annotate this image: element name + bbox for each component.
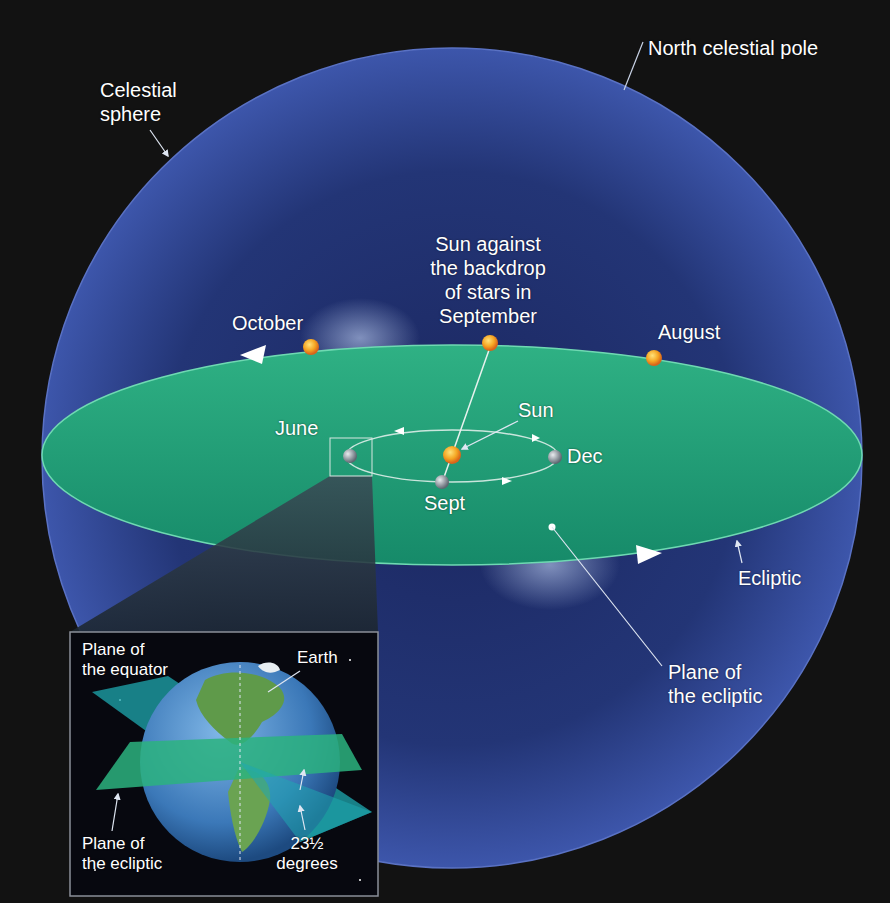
orbit-arrow [532,434,540,442]
ecliptic-arrow [636,545,662,564]
leader-line [624,42,643,90]
zoom-wedge [70,476,378,632]
ecliptic-plane-inset [96,734,362,790]
month-label: August [658,320,720,344]
equator-plane-front [240,762,372,842]
orbit-arrow [502,477,512,485]
ecliptic-plane [42,345,862,565]
inset-label: Earth [297,648,338,668]
celestial-sphere [42,48,862,868]
inset-panel [70,632,378,896]
sphere-label: Celestial sphere [100,78,192,126]
leader-line [112,794,118,831]
month-label: Dec [567,444,603,468]
ecliptic-arrow [240,345,266,364]
star [359,879,361,881]
angle-label: 23½ degrees [272,834,342,875]
sun-september [482,335,498,351]
star [349,659,351,661]
earth-december [548,450,562,464]
orbit-arrow [394,427,404,435]
ecliptic-label: Ecliptic [738,566,801,590]
leader-line [300,806,305,830]
sun-backdrop-label: Sun against the backdrop of stars in Sep… [422,232,554,328]
inset-label: Plane of the equator [82,640,170,681]
sightline [443,350,489,480]
ice [258,663,280,673]
earth-september [435,475,449,489]
earth-orbit [346,430,558,482]
leader-line [462,421,518,449]
inset-label: Plane of the ecliptic [82,834,168,875]
plane-label: Plane of the ecliptic [668,660,768,708]
leader-line [737,541,742,563]
zoom-box [330,438,372,476]
month-label: Sept [424,491,465,515]
pole-label: North celestial pole [648,36,818,60]
month-label: June [275,416,318,440]
sun-august [646,350,662,366]
axis-line [240,665,241,860]
leader-line [300,770,304,790]
month-label: October [232,311,303,335]
sun-label: Sun [518,398,554,422]
leader-line [268,671,300,692]
earth-june [343,449,357,463]
leader-line [552,527,662,666]
sun [443,446,461,464]
sun-october [303,339,319,355]
leader-line [150,130,168,156]
